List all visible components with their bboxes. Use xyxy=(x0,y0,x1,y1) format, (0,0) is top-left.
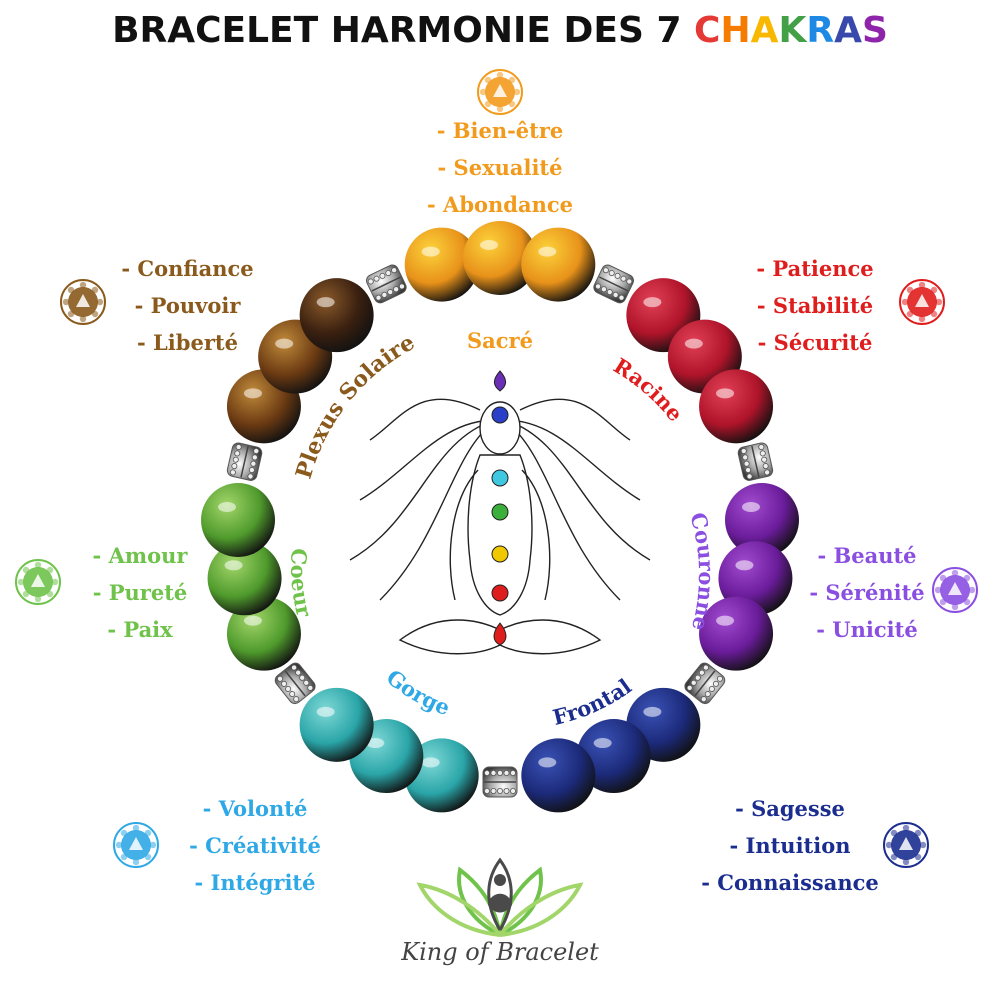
quality-item: - Amour xyxy=(92,543,188,568)
root-drop-dot xyxy=(493,622,507,646)
quality-item: - Liberté xyxy=(137,330,238,355)
gemstone-bead xyxy=(725,483,799,557)
page-title: BRACELET HARMONIE DES 7 CHAKRAS xyxy=(0,10,1000,51)
quality-item: - Connaissance xyxy=(701,870,879,895)
sacral-chakra-icon xyxy=(477,69,523,115)
chakra-dot xyxy=(491,503,509,521)
quality-item: - Intégrité xyxy=(194,870,316,895)
chakra-dot xyxy=(491,584,509,602)
crown-chakra-icon xyxy=(932,567,978,613)
quality-item: - Pouvoir xyxy=(134,293,241,318)
title-letter: A xyxy=(750,10,779,51)
throat-chakra-icon xyxy=(113,822,159,868)
quality-item: - Beauté xyxy=(817,543,917,568)
quality-item: - Paix xyxy=(107,617,173,642)
root-chakra-icon xyxy=(899,279,945,325)
quality-item: - Stabilité xyxy=(756,293,874,318)
quality-item: - Volonté xyxy=(202,796,308,821)
third-eye-chakra-icon xyxy=(883,822,929,868)
silver-spacer-bead xyxy=(737,442,774,481)
lotus-meditation-logo-icon xyxy=(416,857,584,937)
silver-spacer-bead xyxy=(593,264,634,304)
title-letter: A xyxy=(834,10,862,51)
gemstone-bead xyxy=(299,278,374,353)
quality-item: - Abondance xyxy=(427,192,573,217)
title-letter: K xyxy=(778,10,807,51)
quality-item: - Intuition xyxy=(729,833,851,858)
quality-item: - Sagesse xyxy=(735,796,845,821)
meditating-woman-figure xyxy=(349,370,651,655)
gemstone-bead xyxy=(699,369,774,444)
gemstone-bead xyxy=(521,738,596,813)
third-eye-qualities-list: - Sagesse - Intuition - Connaissance xyxy=(690,790,890,901)
solar-plexus-qualities-list: - Confiance - Pouvoir - Liberté xyxy=(105,250,270,361)
heart-qualities-list: - Amour - Pureté - Paix xyxy=(65,537,215,648)
gemstone-bead xyxy=(404,227,479,302)
throat-qualities-list: - Volonté - Créativité - Intégrité xyxy=(165,790,345,901)
quality-item: - Sécurité xyxy=(757,330,873,355)
sacral-qualities-list: - Bien-être - Sexualité - Abondance xyxy=(400,112,600,223)
heart-chakra-icon xyxy=(15,559,61,605)
brand-name: King of Bracelet xyxy=(401,938,599,966)
title-letter: C xyxy=(694,10,721,51)
title-chakras-word: CHAKRAS xyxy=(694,10,888,51)
silver-spacer-bead xyxy=(366,264,407,304)
chakra-dot xyxy=(491,406,509,424)
bracelet-beads xyxy=(201,221,799,813)
quality-item: - Unicité xyxy=(816,617,918,642)
title-prefix: BRACELET HARMONIE DES 7 xyxy=(112,10,695,51)
quality-item: - Patience xyxy=(756,256,874,281)
chakra-dot xyxy=(491,469,509,487)
gemstone-bead xyxy=(207,541,282,616)
crown-qualities-list: - Beauté - Sérénité - Unicité xyxy=(792,537,942,648)
root-qualities-list: - Patience - Stabilité - Sécurité xyxy=(740,250,890,361)
silver-spacer-bead xyxy=(226,442,263,481)
quality-item: - Sérénité xyxy=(809,580,925,605)
gemstone-bead xyxy=(463,221,537,295)
quality-item: - Créativité xyxy=(189,833,321,858)
arc-label-couronne: Couronne xyxy=(685,510,719,633)
gemstone-bead xyxy=(699,596,774,671)
chakra-dot xyxy=(491,545,509,563)
gemstone-bead xyxy=(201,483,275,557)
silver-spacer-bead xyxy=(482,766,518,798)
arc-label-gorge: Gorge xyxy=(382,664,454,720)
gemstone-bead xyxy=(299,687,374,762)
arc-label-coeur: Coeur xyxy=(286,548,317,620)
silver-spacer-bead xyxy=(274,662,316,705)
quality-item: - Pureté xyxy=(92,580,188,605)
title-letter: H xyxy=(720,10,751,51)
gemstone-bead xyxy=(521,227,596,302)
crown-drop-dot xyxy=(493,370,507,392)
quality-item: - Bien-être xyxy=(436,118,564,143)
title-letter: S xyxy=(861,10,888,51)
quality-item: - Sexualité xyxy=(437,155,563,180)
solar-plexus-chakra-icon xyxy=(60,279,106,325)
quality-item: - Confiance xyxy=(121,256,254,281)
arc-label-sacre: Sacré xyxy=(467,328,533,353)
title-letter: R xyxy=(806,10,835,51)
silver-spacer-bead xyxy=(684,662,726,705)
chakra-symbol-icons xyxy=(15,69,978,868)
